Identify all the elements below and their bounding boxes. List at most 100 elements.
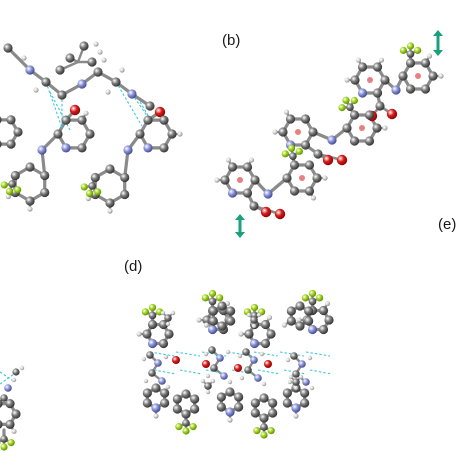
carbon-atom	[420, 84, 431, 94]
ring-centroid	[367, 77, 373, 83]
carbon-atom	[225, 387, 235, 397]
hydrogen-bond	[231, 369, 255, 375]
nitrogen-atom	[154, 359, 162, 367]
hydrogen-bond	[227, 351, 253, 357]
hydrogen-atom	[11, 377, 17, 383]
carbon-atom	[120, 189, 130, 200]
carbon-atom	[260, 319, 271, 330]
nitrogen-atom	[25, 65, 35, 75]
panel-label-b: (b)	[222, 32, 241, 49]
nitrogen-atom	[61, 143, 71, 153]
carbon-atom	[364, 136, 375, 146]
nitrogen-atom	[302, 378, 310, 386]
carbon-atom	[312, 173, 322, 183]
hydrogen-atom	[237, 353, 243, 359]
nitrogen-atom	[391, 85, 401, 95]
carbon-atom	[349, 136, 360, 146]
bond-layer	[0, 44, 443, 449]
nitrogen-atom	[37, 145, 47, 155]
carbon-atom	[172, 404, 182, 414]
nitrogen-atom	[250, 356, 258, 364]
carbon-atom	[217, 321, 227, 331]
fluorine-atom	[267, 427, 275, 435]
hydrogen-atom	[27, 206, 33, 212]
carbon-atom	[79, 41, 89, 51]
carbon-atom	[234, 402, 244, 412]
hydrogen-atom	[382, 125, 388, 131]
carbon-atom	[420, 58, 431, 68]
hydrogen-atom	[309, 385, 315, 391]
carbon-atom	[346, 103, 354, 112]
hydrogen-atom	[119, 67, 125, 73]
carbon-atom	[160, 388, 170, 398]
carbon-atom	[182, 419, 190, 427]
carbon-atom	[164, 314, 172, 322]
arrow-head	[433, 30, 443, 36]
carbon-atom	[0, 420, 3, 429]
carbon-atom	[25, 196, 35, 206]
hydrogen-atom	[83, 110, 89, 116]
carbon-atom	[227, 162, 238, 172]
hydrogen-atom	[214, 177, 220, 183]
hydrogen-atom	[101, 57, 107, 63]
panel-label-d: (d)	[124, 258, 143, 275]
carbon-atom	[172, 394, 182, 404]
carbon-atom	[217, 301, 227, 311]
hydrogen-atom	[93, 41, 99, 47]
hydrogen-atom	[266, 314, 273, 321]
carbon-atom	[282, 388, 292, 398]
ring-centroid	[237, 177, 243, 183]
hydrogen-atom	[238, 331, 244, 337]
carbon-atom	[181, 389, 191, 399]
carbon-atom	[324, 315, 334, 325]
nitrogen-atom	[249, 338, 260, 349]
fluorine-atom	[342, 96, 350, 104]
hydrogen-atom	[246, 312, 252, 318]
hydrogen-bond	[0, 371, 13, 381]
carbon-atom	[105, 198, 115, 208]
carbon-atom	[260, 338, 271, 349]
carbon-atom	[295, 301, 305, 311]
hydrogen-atom	[287, 379, 293, 385]
nitrogen-atom	[254, 374, 262, 382]
hydrogen-atom	[272, 129, 278, 135]
carbon-atom	[428, 71, 438, 81]
carbon-atom	[160, 398, 170, 408]
carbon-atom	[142, 388, 152, 398]
carbon-atom	[158, 338, 169, 349]
hydrogen-atom	[283, 109, 290, 115]
carbon-atom	[190, 404, 200, 414]
hydrogen-atom	[19, 365, 25, 371]
carbon-atom	[300, 398, 310, 408]
carbon-atom	[85, 129, 95, 139]
hydrogen-atom	[170, 310, 176, 316]
oxygen-atom	[69, 104, 81, 116]
carbon-atom	[289, 160, 300, 170]
carbon-atom	[300, 388, 310, 398]
fluorine-atom	[182, 427, 190, 435]
hydrogen-atom	[378, 57, 385, 63]
nitrogen-atom	[127, 89, 137, 99]
fluorine-atom	[338, 104, 346, 112]
carbon-atom	[53, 129, 63, 139]
hydrogen-atom	[355, 57, 362, 63]
hydrogen-atom	[227, 379, 233, 385]
carbon-atom	[158, 319, 169, 330]
carbon-atom	[164, 329, 174, 339]
fluorine-atom	[85, 189, 94, 198]
carbon-atom	[10, 170, 20, 181]
hydrogen-atom	[153, 413, 159, 419]
arrow-head	[433, 50, 443, 56]
hydrogen-atom	[322, 175, 328, 181]
hydrogen-atom	[163, 354, 169, 360]
hydrogen-atom	[105, 89, 111, 95]
fluorine-atom	[189, 423, 197, 431]
carbon-atom	[151, 383, 161, 393]
fluorine-atom	[253, 427, 261, 435]
carbon-atom	[145, 101, 155, 111]
nitrogen-atom	[227, 188, 238, 198]
hydrogen-bond	[279, 351, 305, 357]
carbon-atom	[318, 305, 329, 316]
carbon-atom	[5, 419, 15, 429]
